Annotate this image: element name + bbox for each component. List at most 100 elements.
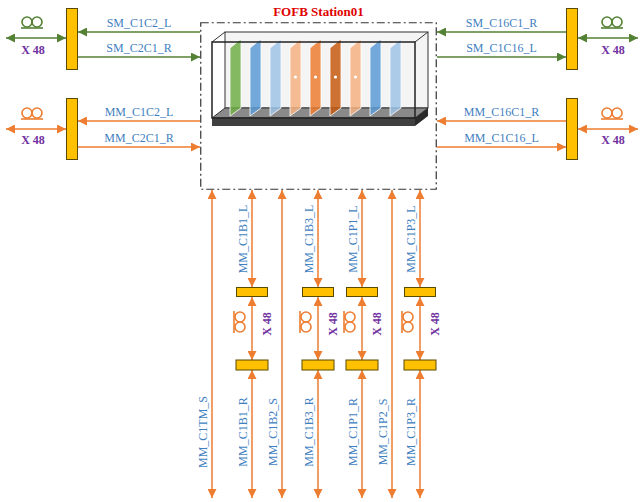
fiber-line (391, 190, 393, 498)
fiber-count: X 48 (429, 312, 441, 336)
spool-coil (235, 312, 245, 322)
fiber-connector (78, 146, 200, 148)
fiber-spool-icon (21, 17, 43, 28)
signal-name: MM_C1B2_S (267, 398, 279, 466)
fiber-spool-icon (300, 311, 311, 333)
patch-panel (346, 360, 378, 370)
crate-base-front (212, 118, 415, 126)
signal-name: MM_C1B3_R (303, 397, 315, 466)
fiber-connector (78, 56, 200, 58)
spool-base (601, 118, 623, 120)
board-card (310, 39, 321, 116)
board-card (370, 39, 381, 116)
spool-coil (612, 17, 622, 27)
board-card (350, 39, 361, 116)
signal-name: MM_C1B1_L (237, 204, 249, 273)
fiber-line (361, 297, 363, 360)
board-card (330, 39, 341, 116)
signal-name: SM_C16C1_R (466, 17, 537, 29)
fiber-line (6, 128, 66, 130)
patch-panel: X 48 (566, 8, 578, 70)
board-led (294, 75, 297, 78)
spool-coil (612, 108, 622, 118)
board-card (230, 39, 241, 116)
spool-coil (602, 108, 612, 118)
signal-name: MM_C1B3_L (303, 204, 315, 273)
fiber-line (317, 297, 319, 360)
signal-name: MM_C1P3_L (405, 205, 417, 272)
fiber-spool-icon (344, 311, 355, 333)
spool-coil (301, 322, 311, 332)
fiber-spool-icon (601, 17, 623, 28)
board-card (270, 39, 281, 116)
fiber-line (251, 370, 253, 498)
spool-coil (301, 312, 311, 322)
spool-coil (403, 322, 413, 332)
spool-base (401, 311, 403, 333)
fiber-connector (437, 56, 566, 58)
spool-coil (22, 108, 32, 118)
spool-coil (345, 322, 355, 332)
station-box: FOFB Station01 (200, 22, 437, 190)
fiber-spool-icon (21, 108, 43, 119)
fiber-line (578, 128, 638, 130)
signal-name: MM_C1P1_R (347, 398, 359, 466)
spool-base (21, 27, 43, 29)
fiber-connector (437, 146, 566, 148)
spool-coil (32, 17, 42, 27)
spool-base (299, 311, 301, 333)
fiber-spool-icon (234, 311, 245, 333)
patch-panel (404, 360, 436, 370)
fiber-count: X 48 (261, 312, 273, 336)
fiber-line (281, 190, 283, 498)
patch-panel (302, 360, 334, 370)
patch-panel: X 48 (404, 287, 436, 297)
spool-coil (602, 17, 612, 27)
crate-edge (212, 32, 225, 42)
board-card (390, 39, 401, 116)
spool-coil (235, 322, 245, 332)
fiber-line (578, 37, 638, 39)
fiber-connector (78, 31, 200, 33)
patch-panel: X 48 (66, 98, 78, 160)
signal-name: MM_C16C1_R (464, 106, 539, 118)
signal-name: MM_C1P3_R (405, 398, 417, 466)
spool-coil (22, 17, 32, 27)
crate-front (212, 42, 415, 118)
patch-panel: X 48 (346, 287, 378, 297)
signal-name: SM_C1C16_L (466, 42, 537, 54)
board-card (250, 39, 261, 116)
fiber-connector (251, 190, 253, 287)
signal-name: MM_C2C1_R (104, 132, 173, 144)
fiber-line (361, 370, 363, 498)
fiber-line (251, 297, 253, 360)
fiber-connector (419, 190, 421, 287)
fiber-line (211, 190, 213, 498)
spool-base (21, 118, 43, 120)
station-outline (200, 22, 437, 190)
fiber-spool-icon (402, 311, 413, 333)
dash-dot-border (201, 23, 437, 190)
patch-panel (236, 360, 268, 370)
fiber-spool-icon (601, 108, 623, 119)
spool-base (233, 311, 235, 333)
fiber-connector (437, 120, 566, 122)
fiber-count: X 48 (327, 312, 339, 336)
signal-name: MM_C1B1_R (237, 397, 249, 466)
crate-edge (415, 32, 428, 42)
fiber-count: X 48 (21, 134, 45, 146)
fiber-count: X 48 (601, 44, 625, 56)
spool-coil (32, 108, 42, 118)
fiber-connector (78, 120, 200, 122)
patch-panel: X 48 (66, 8, 78, 70)
fiber-count: X 48 (371, 312, 383, 336)
signal-name: MM_C1C16_L (464, 132, 539, 144)
signal-name: MM_C1P1_L (347, 205, 359, 272)
patch-panel: X 48 (566, 98, 578, 160)
signal-name: MM_C1TM_S (197, 396, 209, 468)
signal-name: MM_C1P2_S (377, 399, 389, 466)
spool-coil (403, 312, 413, 322)
